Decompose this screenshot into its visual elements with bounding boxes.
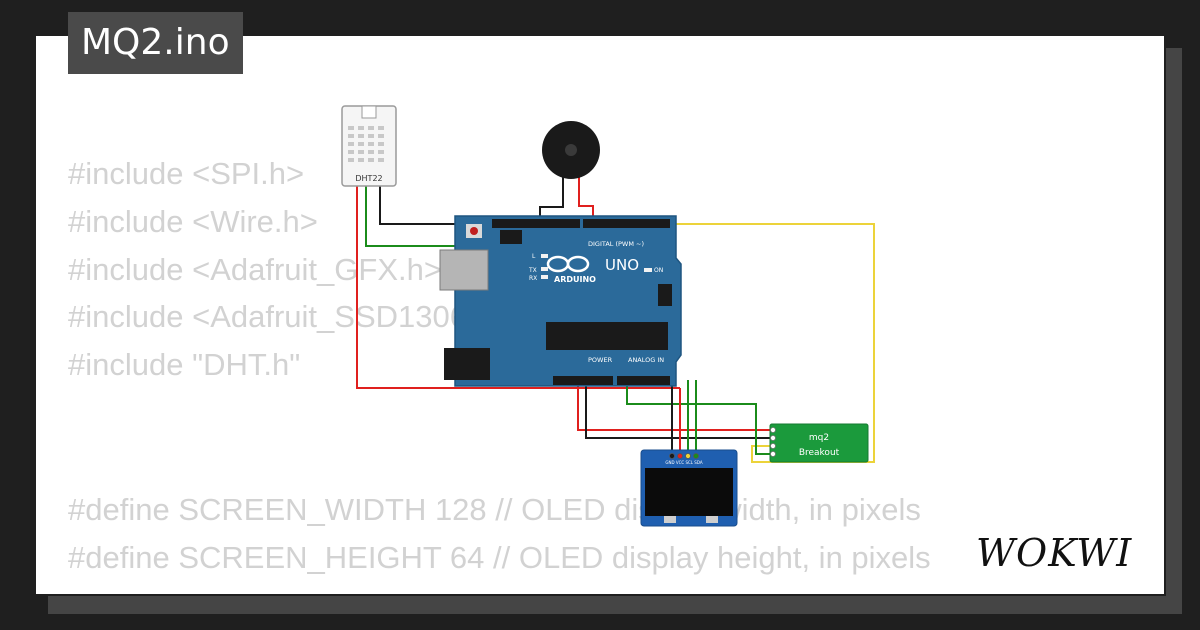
led-rx-label: RX <box>529 275 537 282</box>
wire-green <box>626 378 772 455</box>
code-line: #include <Adafruit_GFX.h> <box>68 252 442 287</box>
wokwi-logo: WOKWI <box>976 531 1132 575</box>
arduino-model: UNO <box>605 256 639 274</box>
code-line: #include <SPI.h> <box>68 156 305 191</box>
code-line: #include <Wire.h> <box>68 204 318 239</box>
mq2-breakout: mq2 Breakout <box>769 423 869 463</box>
arduino-logo: ARDUINO UNO <box>546 255 639 284</box>
wire-red <box>578 177 594 224</box>
led-on-label: ON <box>654 267 663 274</box>
power-label: POWER <box>588 356 613 364</box>
led-tx-label: TX <box>528 267 537 274</box>
arduino-brand: ARDUINO <box>554 275 596 284</box>
led-l-label: L <box>532 253 536 260</box>
wire-red <box>356 185 680 389</box>
arduino-uno: DIGITAL (PWM ~) ARDUINO UNO L TX RX ON P… <box>439 215 682 387</box>
dht22-sensor: DHT22 <box>341 105 397 187</box>
wire-yellow <box>648 223 875 463</box>
logo-text: WOKWI <box>976 531 1132 575</box>
oled-pins: GND VCC SCL SDA <box>665 460 702 465</box>
mq2-label: mq2 <box>809 433 829 443</box>
digital-label: DIGITAL (PWM ~) <box>588 240 644 248</box>
buzzer <box>542 121 600 179</box>
project-title: MQ2.ino <box>68 12 243 74</box>
oled-display: GND VCC SCL SDA <box>640 449 738 527</box>
mq2-sublabel: Breakout <box>799 448 840 458</box>
analog-label: ANALOG IN <box>628 356 664 364</box>
dht22-label: DHT22 <box>355 174 382 183</box>
code-line: #define SCREEN_HEIGHT 64 // OLED display… <box>68 540 931 575</box>
code-line: #include "DHT.h" <box>68 347 301 382</box>
code-line: #define SCREEN_WIDTH 128 // OLED display… <box>68 492 921 527</box>
